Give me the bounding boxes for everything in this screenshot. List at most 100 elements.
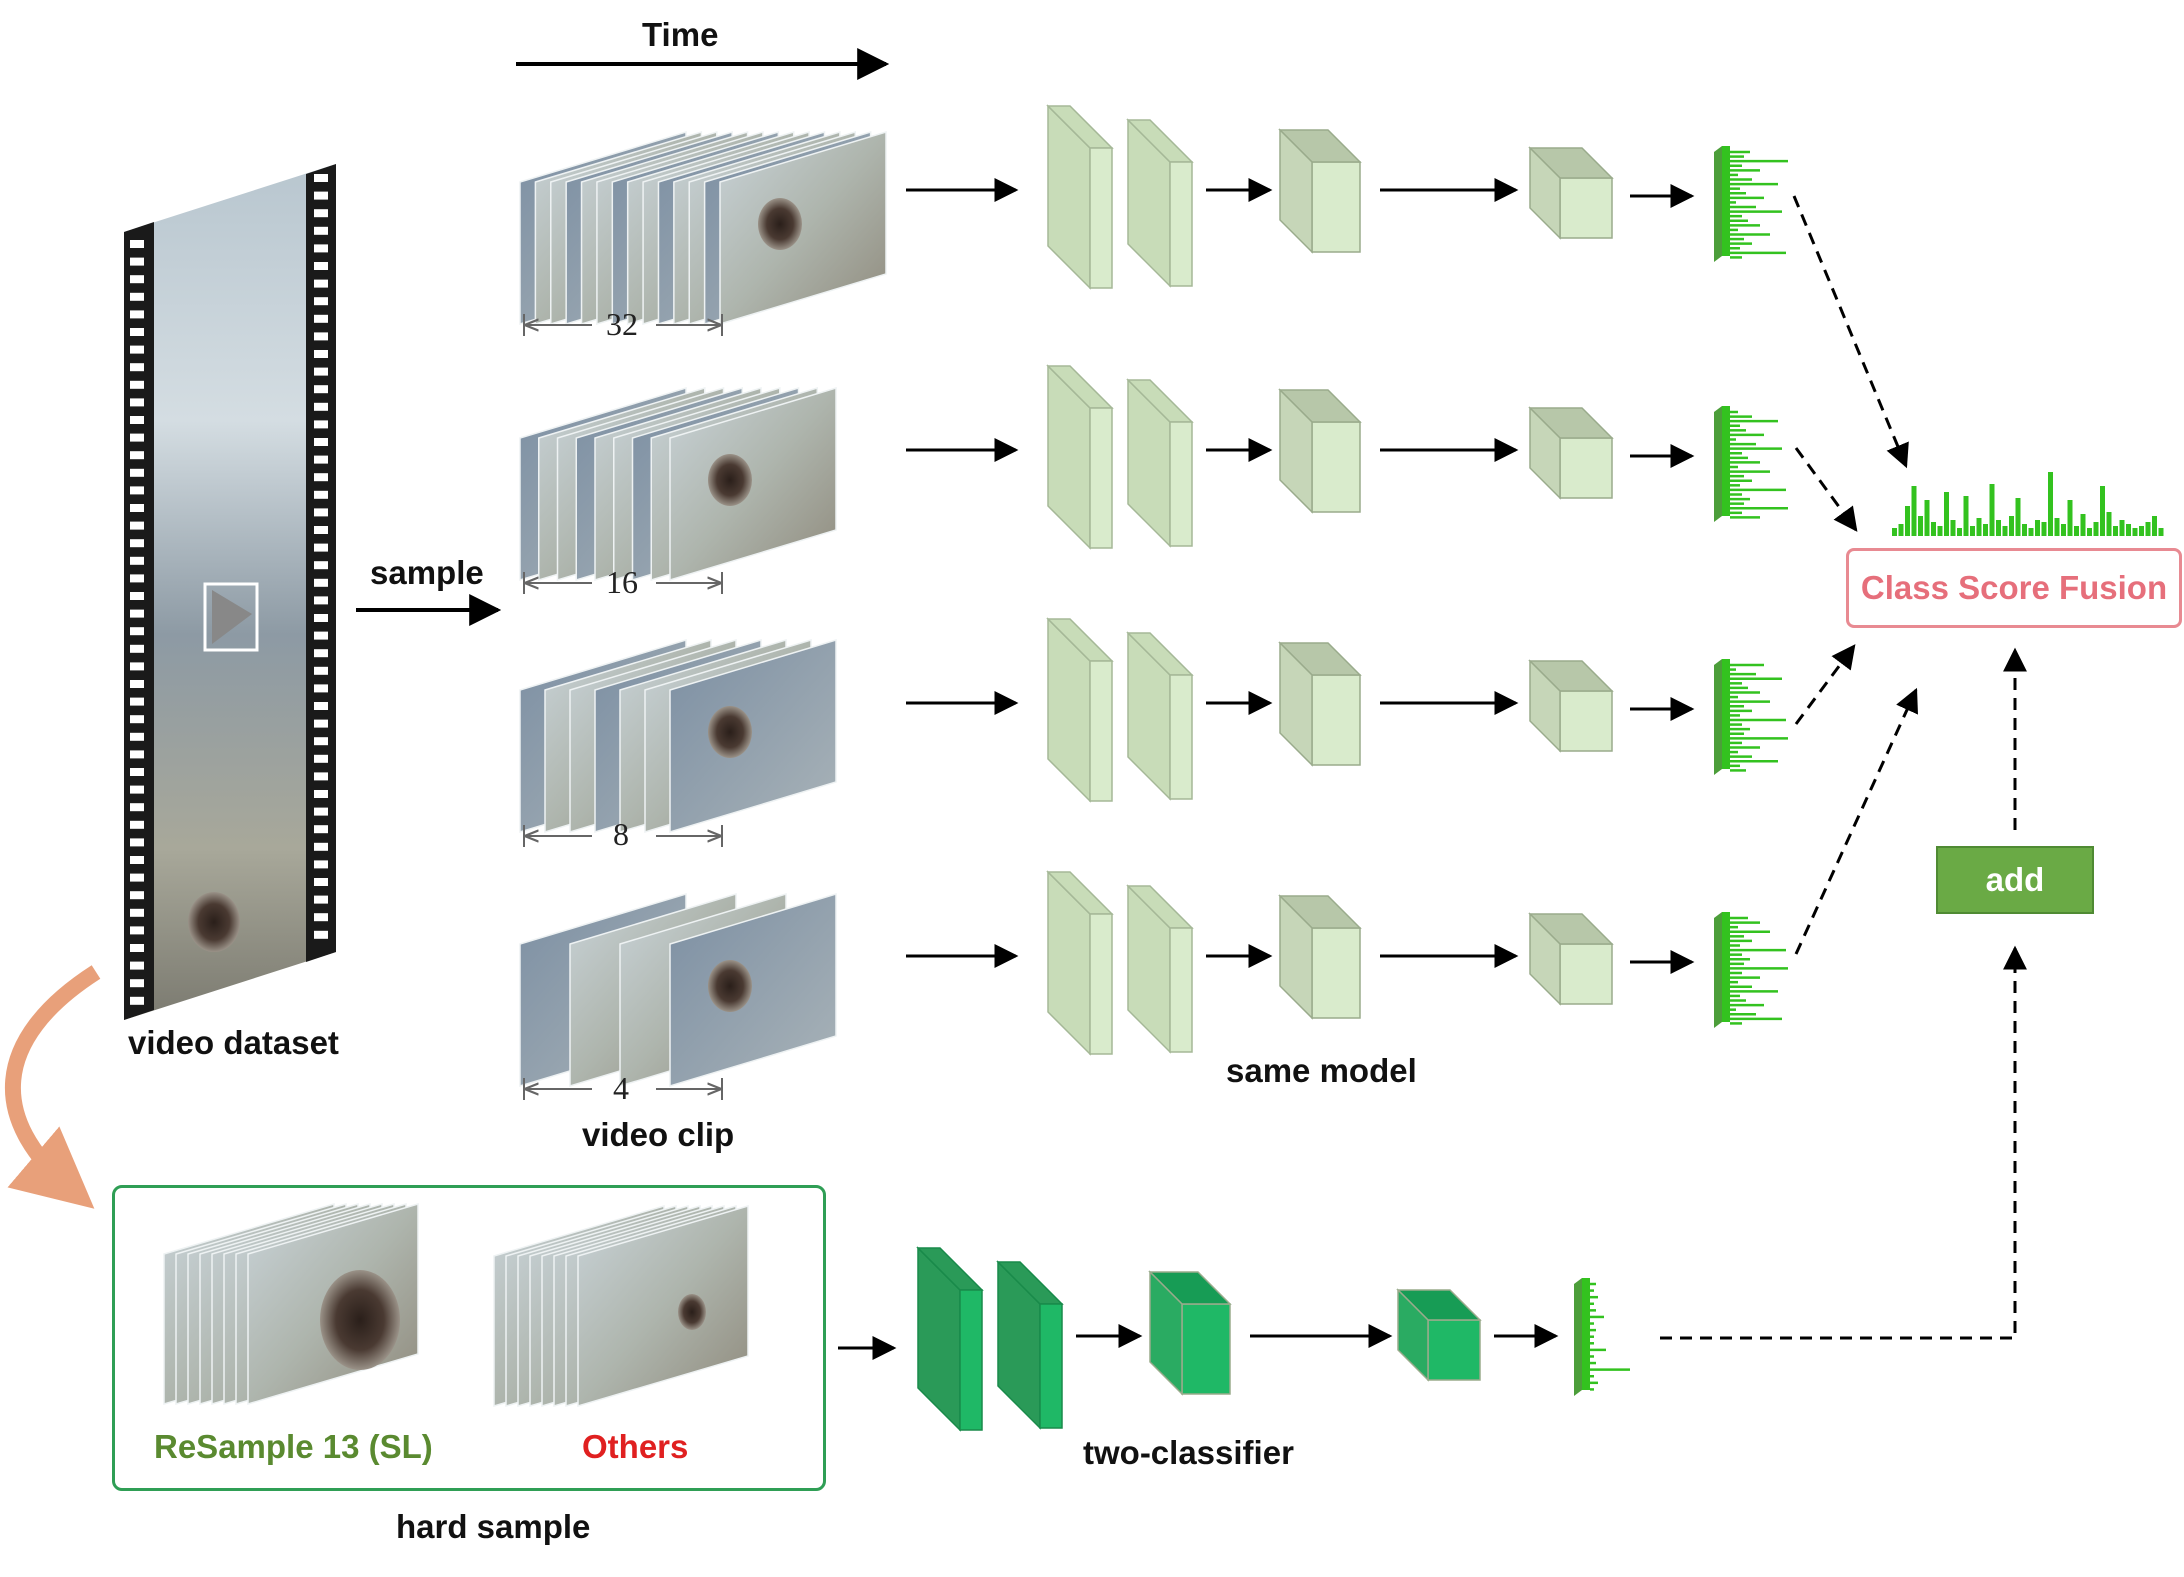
clip-length-4: 4 bbox=[613, 1070, 629, 1106]
film-perforation bbox=[314, 737, 328, 746]
box-side bbox=[1279, 894, 1313, 1020]
film-perforation bbox=[314, 262, 328, 270]
film-perforation bbox=[314, 596, 328, 605]
film-perforation bbox=[314, 561, 328, 570]
histogram-bar bbox=[2158, 528, 2164, 536]
film-perforation bbox=[314, 226, 328, 235]
histogram-bar bbox=[2041, 522, 2047, 536]
slab-front bbox=[1089, 913, 1113, 1055]
histogram-bar bbox=[2132, 528, 2138, 536]
film-perforation bbox=[130, 662, 144, 671]
film-perforation bbox=[314, 631, 328, 640]
dashed-arrow-to-fusion bbox=[1794, 447, 1858, 532]
film-strip bbox=[124, 164, 336, 1020]
histogram-bar bbox=[1905, 506, 1910, 536]
film-perforation bbox=[130, 856, 144, 864]
histogram-bar bbox=[1937, 526, 1943, 536]
film-perforation bbox=[130, 979, 144, 988]
film-perforation bbox=[130, 451, 144, 460]
score-vector-side bbox=[1574, 1278, 1582, 1396]
histogram-bar bbox=[1950, 520, 1956, 536]
conv-layer-1 bbox=[1046, 870, 1114, 1056]
video-clip-stack bbox=[519, 130, 887, 336]
film-perforation bbox=[130, 363, 144, 372]
film-perforation bbox=[314, 244, 328, 253]
conv-block-3 bbox=[1278, 894, 1362, 1020]
film-perforation bbox=[130, 732, 144, 741]
film-perforation bbox=[314, 930, 328, 939]
film-perforation bbox=[314, 754, 328, 763]
class-score-vector bbox=[1714, 912, 1788, 1028]
film-perforation bbox=[314, 684, 328, 693]
slab-front bbox=[1089, 660, 1113, 802]
film-perforation bbox=[314, 878, 328, 886]
conv-layer-1 bbox=[1046, 104, 1114, 290]
film-perforation bbox=[314, 402, 328, 411]
film-perforation bbox=[314, 790, 328, 798]
film-perforation bbox=[130, 433, 144, 442]
histogram-bar bbox=[1963, 496, 1969, 536]
film-perforation bbox=[130, 521, 144, 530]
fused-class-score-histogram bbox=[1892, 472, 2164, 536]
sample-label: sample bbox=[370, 554, 484, 591]
box-side bbox=[1529, 912, 1561, 1006]
film-perforation bbox=[130, 644, 144, 653]
film-perforation bbox=[130, 574, 144, 583]
classifier-conv-block-3 bbox=[1148, 1270, 1232, 1396]
conv-layer-2 bbox=[1126, 631, 1194, 801]
histogram-bar bbox=[1970, 526, 1975, 536]
pipe-hole bbox=[708, 454, 752, 506]
film-perforation bbox=[130, 292, 144, 301]
histogram-bar bbox=[2139, 526, 2144, 536]
film-perforation bbox=[314, 508, 328, 517]
curved-arrow-to-hard-sample bbox=[5, 965, 101, 1209]
film-perforation bbox=[314, 314, 328, 323]
histogram-bar bbox=[1918, 516, 1923, 536]
video-frame bbox=[669, 892, 837, 1088]
video-frame bbox=[669, 638, 837, 834]
histogram-bar bbox=[1892, 528, 1897, 536]
classifier-conv-layer-1 bbox=[916, 1246, 984, 1432]
two-classifier-to-add-arrow bbox=[1660, 945, 2027, 1340]
film-perforation bbox=[314, 350, 328, 358]
film-perforation bbox=[314, 666, 328, 675]
film-perforation bbox=[130, 627, 144, 636]
film-perforation bbox=[314, 209, 328, 218]
film-perforation bbox=[130, 926, 144, 935]
two-classifier-label: two-classifier bbox=[1083, 1434, 1294, 1471]
histogram-bar bbox=[2152, 516, 2157, 536]
hard-sample-box bbox=[112, 1185, 826, 1491]
histogram-bar bbox=[1983, 524, 1988, 536]
histogram-bar bbox=[2074, 526, 2079, 536]
film-perforation bbox=[314, 420, 328, 429]
histogram-bar bbox=[2015, 498, 2021, 536]
film-perforation bbox=[130, 556, 144, 565]
film-perforation bbox=[314, 543, 328, 552]
score-vector bbox=[1722, 659, 1730, 769]
hard-sample-label: hard sample bbox=[396, 1508, 591, 1545]
slab-front bbox=[1089, 147, 1113, 289]
score-vector bbox=[1722, 406, 1730, 516]
histogram-bar bbox=[1989, 484, 1995, 536]
clip-length-8: 8 bbox=[613, 816, 629, 852]
histogram-bar bbox=[1944, 492, 1949, 536]
histogram-bar bbox=[2054, 518, 2060, 536]
score-vector bbox=[1722, 146, 1730, 256]
film-perforation bbox=[130, 803, 144, 812]
video-clip-stack bbox=[519, 638, 837, 847]
film-perforation bbox=[130, 504, 144, 512]
film-perforation bbox=[130, 328, 144, 336]
pipe-hole bbox=[320, 1270, 400, 1370]
film-perforation bbox=[314, 174, 328, 182]
same-model-label: same model bbox=[1226, 1052, 1417, 1089]
box-side bbox=[1529, 659, 1561, 753]
box-front bbox=[1311, 421, 1361, 513]
box-side bbox=[1529, 406, 1561, 500]
histogram-bar bbox=[2119, 520, 2125, 536]
box-side bbox=[1529, 146, 1561, 240]
film-perforation bbox=[314, 860, 328, 869]
film-perforation bbox=[130, 961, 144, 970]
video-frame bbox=[669, 386, 837, 582]
video-dataset-label: video dataset bbox=[128, 1024, 339, 1061]
